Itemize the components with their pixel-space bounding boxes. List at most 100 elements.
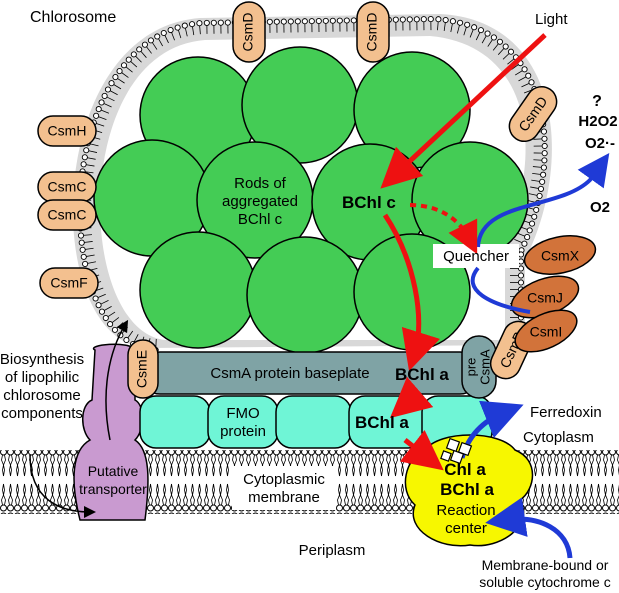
lipid-head	[116, 68, 123, 75]
lipid-head	[399, 16, 406, 23]
lipid-head	[541, 135, 548, 142]
transporter-label: Putative transporter	[79, 463, 147, 497]
lipid-tail	[475, 31, 481, 41]
lipid-head	[528, 79, 535, 86]
lipid-head	[147, 37, 154, 44]
biosynthesis-label: Biosynthesis of lipophilic chlorosome co…	[0, 351, 84, 422]
lipid-tail	[109, 90, 118, 96]
lipid-tail	[86, 261, 96, 264]
lipid-head	[531, 213, 538, 220]
lipid-head	[111, 326, 118, 333]
lipid-tail	[532, 172, 542, 175]
lipid-head	[301, 18, 308, 25]
lipid-head	[78, 239, 85, 246]
light-arrow	[380, 33, 547, 189]
biosynthesis-arrows	[29, 319, 129, 518]
lipid-tail	[100, 300, 109, 305]
lipid-tail	[450, 23, 453, 33]
lipid-head	[442, 16, 449, 24]
lipid-head	[427, 16, 434, 23]
lipid-tail	[516, 232, 526, 237]
lipid-tail	[528, 193, 538, 196]
csmf-protein: CsmF	[39, 267, 99, 299]
lipid-head	[174, 24, 181, 31]
lipid-head	[477, 27, 484, 34]
lipid-head	[540, 171, 547, 178]
rods-label: Rods of aggregated BChl c	[222, 175, 298, 228]
csmc-label: CsmC	[48, 179, 87, 195]
lipid-head	[525, 72, 532, 79]
lipid-head	[95, 106, 102, 113]
lipid-head	[540, 164, 547, 171]
lipid-tail	[497, 47, 505, 55]
cytochrome-label: Membrane-bound or soluble cytochrome c	[479, 557, 611, 590]
lipid-tail	[85, 254, 95, 257]
lipid-tail	[106, 96, 115, 102]
lipid-tail	[191, 26, 195, 36]
lipid-head	[496, 38, 503, 45]
reaction-center-label: Reaction center	[436, 502, 495, 537]
lipid-tail	[88, 150, 98, 153]
fmo-label-line: FMO	[226, 405, 259, 422]
lipid-head	[104, 86, 112, 93]
lipid-head	[77, 232, 85, 239]
lipid-tail	[437, 21, 439, 31]
lipid-head	[521, 66, 528, 73]
lipid-tail	[97, 293, 106, 299]
csmd-label: CsmD	[364, 13, 380, 52]
lipid-tail	[507, 58, 515, 65]
lipid-tail	[113, 83, 122, 90]
lipid-tail	[521, 82, 530, 88]
lipid-head	[392, 16, 399, 23]
lipid-tail	[514, 70, 524, 76]
csmc-label: CsmC	[48, 207, 87, 223]
lipid-head	[524, 234, 531, 241]
lipid-head	[101, 92, 108, 99]
superoxide-label: O2·-	[585, 135, 615, 152]
o2-label: O2	[590, 199, 610, 216]
membrane-label-line: membrane	[248, 489, 320, 506]
lipid-head	[350, 17, 357, 24]
csmd-label: CsmD	[240, 13, 256, 52]
lipid-tail	[129, 60, 138, 68]
lipid-tail	[103, 102, 112, 108]
baseplate-label: CsmA protein baseplate	[210, 365, 369, 382]
quencher-label: Quencher	[443, 248, 509, 265]
lipid-head	[196, 20, 203, 27]
lipid-head	[83, 147, 90, 154]
biosynthesis-label-line: Biosynthesis	[0, 351, 84, 368]
fmo-protein	[139, 395, 493, 449]
csmj-label: CsmJ	[527, 290, 563, 306]
lipid-tail	[184, 27, 188, 37]
lipid-head	[521, 240, 528, 247]
lipid-head	[93, 112, 100, 119]
lipid-head	[217, 19, 224, 26]
lipid-head	[224, 19, 231, 26]
csmc-protein: CsmC	[37, 171, 97, 203]
lipid-head	[81, 154, 88, 161]
lipid-tail	[532, 166, 542, 168]
h2o2-label: H2O2	[578, 113, 617, 130]
lipid-head	[287, 18, 294, 25]
lipid-tail	[481, 35, 487, 44]
lipid-tail	[492, 43, 500, 51]
lipid-tail	[170, 31, 175, 41]
rod-circle	[139, 231, 257, 349]
lipid-head	[529, 220, 536, 227]
lipid-head	[315, 17, 322, 25]
lipid-tail	[89, 143, 99, 147]
lipid-tail	[531, 179, 541, 182]
lipid-head	[120, 62, 128, 69]
lipid-tail	[83, 241, 93, 243]
lipid-tail	[97, 116, 107, 121]
lipid-head	[141, 41, 148, 48]
lipid-head	[125, 56, 132, 63]
pre-csma-label-2: CsmA	[477, 349, 492, 385]
csme-label: CsmE	[134, 350, 150, 388]
quencher-to-o2-arrow	[476, 152, 610, 248]
lipid-head	[541, 157, 548, 164]
bchl-c-label: BChl c	[342, 193, 396, 212]
lipid-head	[533, 206, 540, 213]
lipid-head	[294, 18, 301, 25]
